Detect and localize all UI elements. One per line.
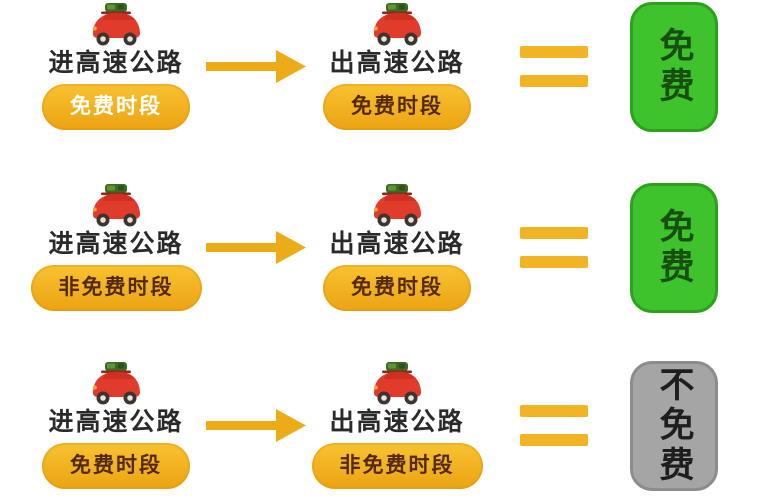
enter-highway-label: 进高速公路 <box>48 49 184 77</box>
rule-row: 进高速公路 非免费时段 出高速公路 免费时段 免费 <box>0 167 762 334</box>
car-icon <box>88 183 144 229</box>
exit-highway-group: 出高速公路 免费时段 <box>281 2 513 130</box>
car-icon <box>369 183 425 229</box>
car-icon <box>88 2 144 48</box>
car-icon <box>369 361 425 407</box>
result-badge: 免费 <box>630 183 718 313</box>
exit-highway-label: 出高速公路 <box>329 230 465 258</box>
exit-period-badge: 非免费时段 <box>311 443 483 489</box>
enter-highway-label: 进高速公路 <box>48 408 184 436</box>
enter-highway-label: 进高速公路 <box>48 230 184 258</box>
arrow-right-icon <box>206 407 306 444</box>
car-icon <box>88 361 144 407</box>
arrow-right-icon <box>206 48 306 85</box>
car-icon <box>369 2 425 48</box>
equals-icon <box>520 227 588 268</box>
equals-icon <box>520 46 588 87</box>
exit-highway-group: 出高速公路 免费时段 <box>281 183 513 311</box>
result-badge: 免费 <box>630 2 718 132</box>
enter-period-badge: 免费时段 <box>42 84 190 130</box>
exit-highway-label: 出高速公路 <box>329 49 465 77</box>
result-badge: 不免费 <box>630 361 718 491</box>
enter-period-badge: 免费时段 <box>42 443 190 489</box>
rule-row: 进高速公路 免费时段 出高速公路 非免费时段 不免费 <box>0 333 762 500</box>
enter-highway-group: 进高速公路 免费时段 <box>0 2 232 130</box>
exit-period-badge: 免费时段 <box>323 265 471 311</box>
enter-highway-group: 进高速公路 免费时段 <box>0 361 232 489</box>
enter-highway-group: 进高速公路 非免费时段 <box>0 183 232 311</box>
rule-row: 进高速公路 免费时段 出高速公路 免费时段 免费 <box>0 0 762 167</box>
arrow-right-icon <box>206 229 306 266</box>
exit-period-badge: 免费时段 <box>323 84 471 130</box>
exit-highway-group: 出高速公路 非免费时段 <box>281 361 513 489</box>
enter-period-badge: 非免费时段 <box>30 265 202 311</box>
exit-highway-label: 出高速公路 <box>329 408 465 436</box>
equals-icon <box>520 405 588 446</box>
